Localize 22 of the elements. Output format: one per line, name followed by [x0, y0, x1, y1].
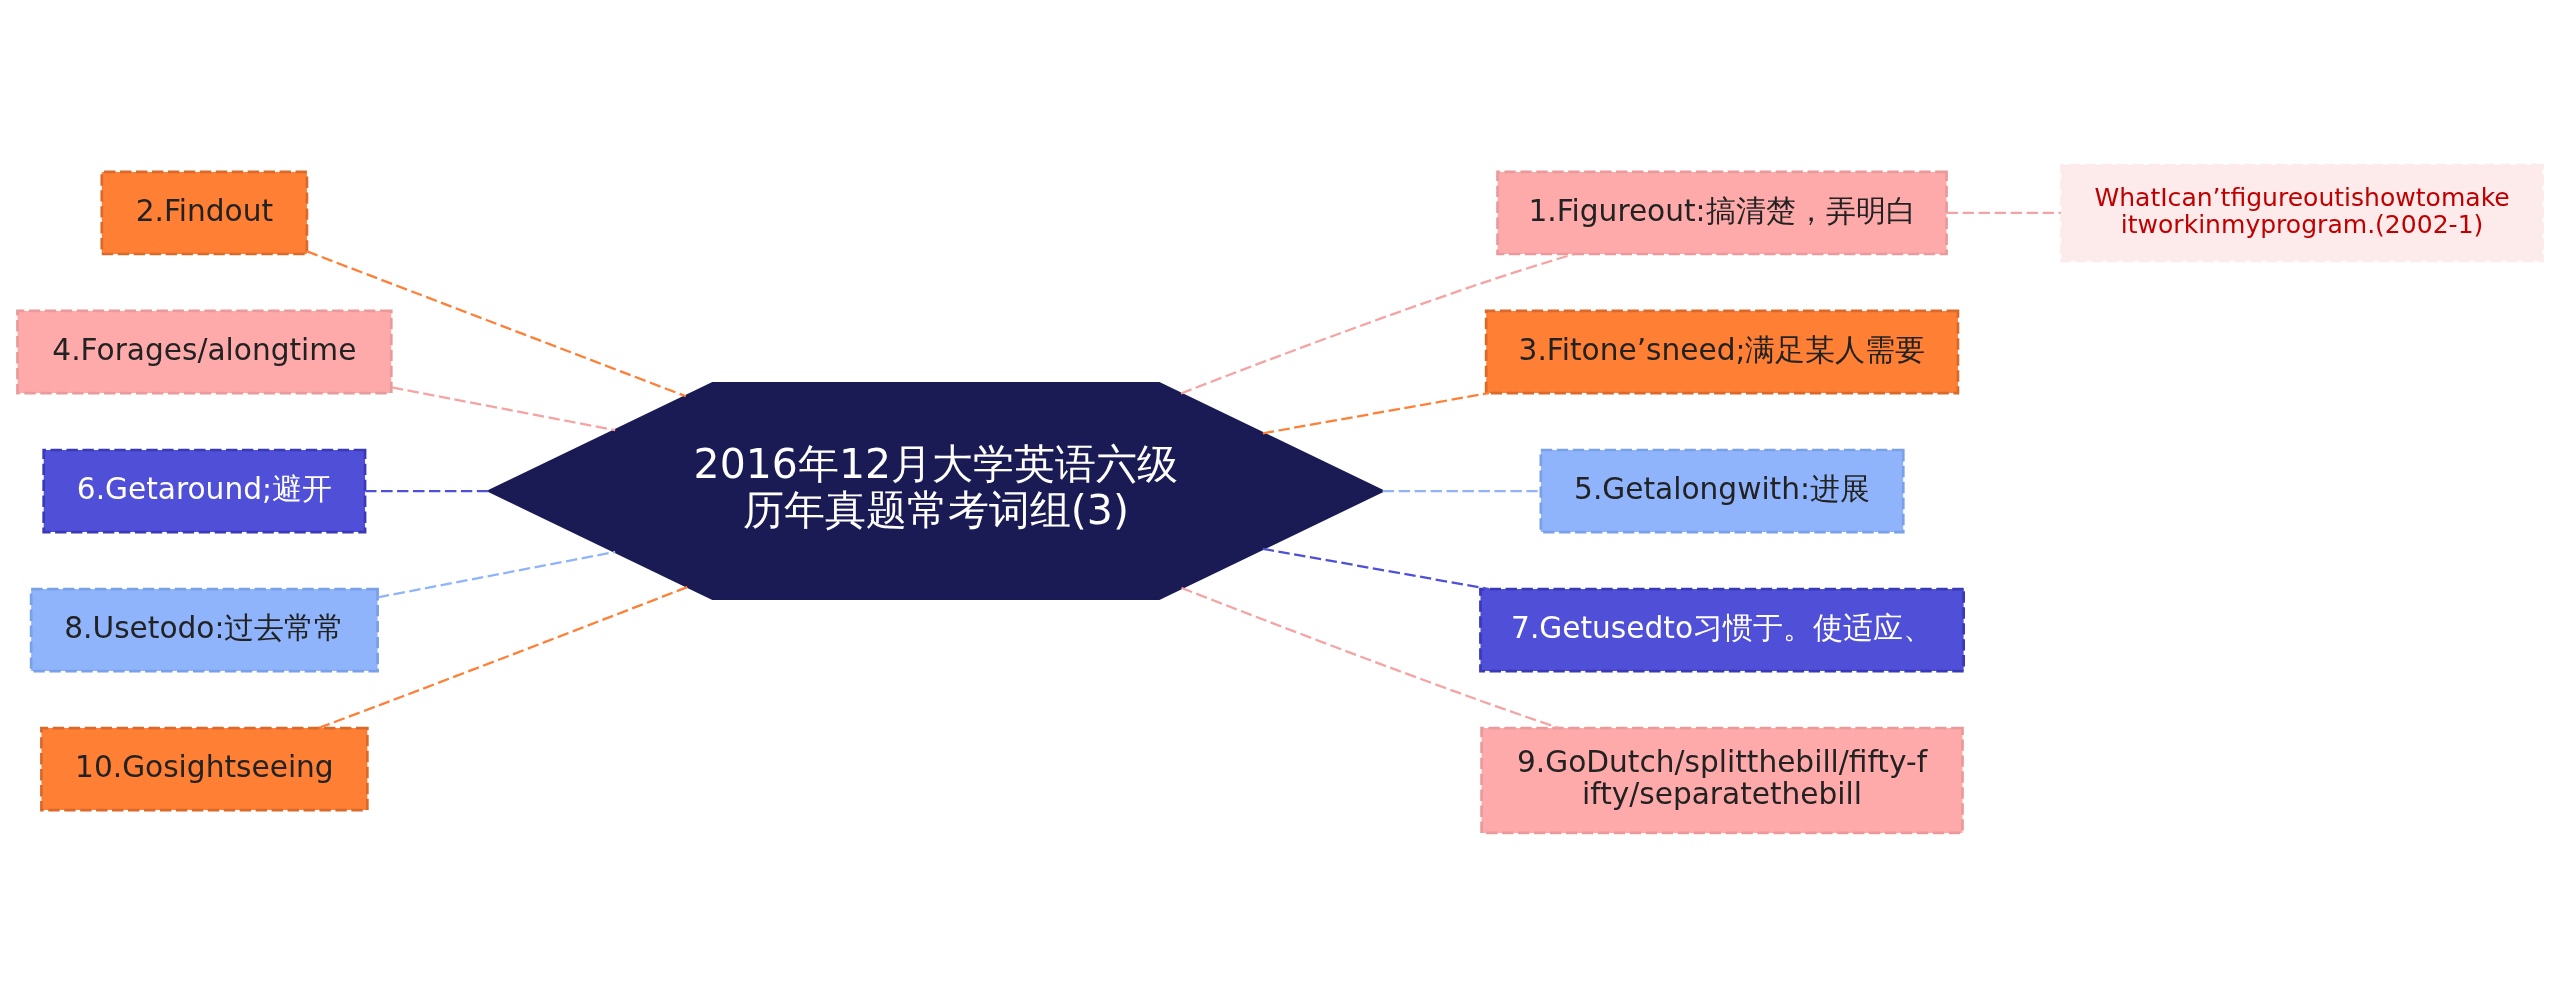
node-box: 8.Usetodo:过去常常	[29, 587, 379, 672]
node-box: 4.Forages/alongtime	[16, 309, 393, 394]
connector	[1180, 252, 1574, 395]
connector	[1946, 211, 2061, 214]
connector	[1181, 586, 1559, 729]
connector	[365, 489, 490, 492]
node-box: 5.Getalongwith:进展	[1539, 448, 1905, 533]
connector	[1262, 391, 1490, 434]
connector	[318, 585, 688, 729]
node-box: 9.GoDutch/splitthebill/fifty-fifty/separatethebill	[1480, 726, 1964, 834]
node-box: WhatIcan’tfigureoutishowtomakeitworkinmyprogram.(2002-1)	[2060, 163, 2544, 262]
node-box: 3.Fitone’sneed;满足某人需要	[1484, 309, 1960, 394]
node-box: 10.Gosightseeing	[40, 726, 369, 811]
connector	[306, 249, 687, 397]
node-box: 6.Getaround;避开	[42, 448, 367, 533]
connector	[377, 550, 616, 598]
node-box: 2.Findout	[100, 170, 309, 255]
connector	[1262, 547, 1490, 590]
connector	[1382, 489, 1541, 492]
node-box: 7.Getusedto习惯于。使适应、	[1479, 587, 1965, 672]
connector	[391, 385, 616, 431]
node-box: 1.Figureout:搞清楚，弄明白	[1496, 170, 1948, 255]
